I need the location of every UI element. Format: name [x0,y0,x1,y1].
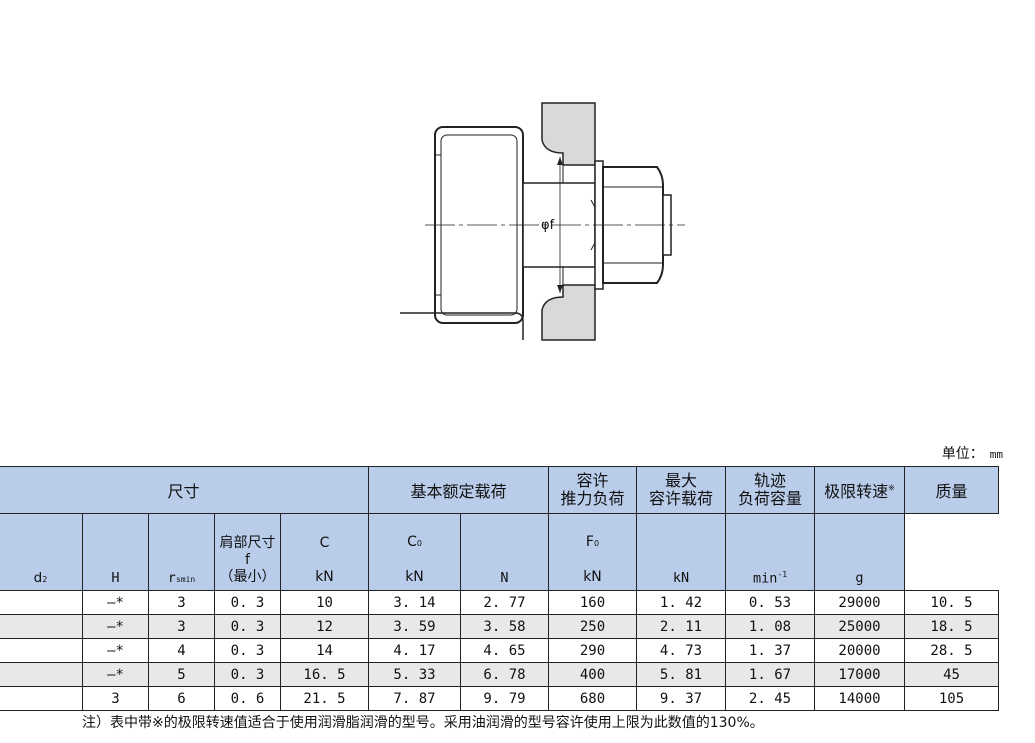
cell-thrust: 250 [548,614,637,639]
cell-f: 12 [280,614,369,639]
spec-table-body: —* 3 0. 3 10 3. 14 2. 77 160 1. 42 0. 53… [0,590,999,711]
cell-H: 6 [148,686,215,711]
cell-r: 0. 6 [214,686,281,711]
cell-F0: 2. 11 [636,614,726,639]
subheader-H: H [82,513,149,591]
cell-r: 0. 3 [214,614,281,639]
cell-f: 14 [280,638,369,663]
table-row: —* 3 0. 3 10 3. 14 2. 77 160 1. 42 0. 53… [0,590,999,615]
cell-speed: 25000 [814,614,905,639]
dimension-f-label: φf [541,218,555,233]
cell-blank [0,686,83,711]
table-row: —* 3 0. 3 12 3. 59 3. 58 250 2. 11 1. 08… [0,614,999,639]
cell-thrust: 290 [548,638,637,663]
unit-value: mm [989,448,1003,461]
cell-H: 3 [148,590,215,615]
table-row: 3 6 0. 6 21. 5 7. 87 9. 79 680 9. 37 2. … [0,686,999,711]
cell-speed: 20000 [814,638,905,663]
subheader-thrust-unit: N [460,513,549,591]
cell-track: 1. 37 [725,638,815,663]
cell-blank [0,590,83,615]
header-track-capacity: 轨迹负荷容量 [725,466,815,514]
cell-track: 1. 08 [725,614,815,639]
footnote: 注）表中带※的极限转速值适合于使用润滑脂润滑的型号。采用油润滑的型号容许使用上限… [82,715,764,731]
header-max-allowable: 最大容许载荷 [636,466,726,514]
cell-thrust: 680 [548,686,637,711]
housing-lower [541,284,596,341]
cell-d2: —* [82,614,149,639]
cell-mass: 28. 5 [904,638,999,663]
cell-F0: 1. 42 [636,590,726,615]
cell-C: 3. 14 [368,590,461,615]
cell-track: 2. 45 [725,686,815,711]
cell-r: 0. 3 [214,638,281,663]
cell-f: 10 [280,590,369,615]
cell-blank [0,638,83,663]
cell-C0: 9. 79 [460,686,549,711]
cell-speed: 14000 [814,686,905,711]
cell-C0: 4. 65 [460,638,549,663]
cell-d2: —* [82,590,149,615]
cell-H: 5 [148,662,215,687]
hex-nut [602,166,664,284]
cell-r: 0. 3 [214,662,281,687]
cell-C0: 3. 58 [460,614,549,639]
cell-C: 7. 87 [368,686,461,711]
table-row: —* 4 0. 3 14 4. 17 4. 65 290 4. 73 1. 37… [0,638,999,663]
cell-mass: 18. 5 [904,614,999,639]
cell-blank [0,662,83,687]
header-mass: 质量 [904,466,999,514]
subheader-r: rsmin [148,513,215,591]
cell-C: 4. 17 [368,638,461,663]
cell-speed: 17000 [814,662,905,687]
cell-H: 3 [148,614,215,639]
cell-track: 0. 53 [725,590,815,615]
cell-mass: 10. 5 [904,590,999,615]
subheader-speed-unit: min-1 [725,513,815,591]
cell-track: 1. 67 [725,662,815,687]
cell-d2: 3 [82,686,149,711]
subheader-track-unit: kN [636,513,726,591]
cell-C: 5. 33 [368,662,461,687]
cell-F0: 4. 73 [636,638,726,663]
cell-f: 16. 5 [280,662,369,687]
header-speed-limit: 极限转速※ [814,466,905,514]
header-dimensions: 尺寸 [0,466,369,514]
cell-mass: 45 [904,662,999,687]
cell-C0: 2. 77 [460,590,549,615]
cell-C: 3. 59 [368,614,461,639]
cell-d2: —* [82,662,149,687]
unit-label: 单位： mm [942,443,1003,463]
cell-F0: 9. 37 [636,686,726,711]
cell-F0: 5. 81 [636,662,726,687]
cell-speed: 29000 [814,590,905,615]
cell-f: 21. 5 [280,686,369,711]
cell-thrust: 400 [548,662,637,687]
cell-r: 0. 3 [214,590,281,615]
track-surface [400,312,524,340]
cell-thrust: 160 [548,590,637,615]
spec-table: 尺寸 基本额定载荷 容许推力负荷 最大容许载荷 轨迹负荷容量 极限转速※ 质量 … [0,466,999,711]
cell-C0: 6. 78 [460,662,549,687]
cell-blank [0,614,83,639]
housing-upper [541,102,596,166]
header-basic-load: 基本额定载荷 [368,466,549,514]
header-allowable-thrust: 容许推力负荷 [548,466,637,514]
unit-caption: 单位： [941,446,984,462]
subheader-mass-unit: g [814,513,905,591]
cell-mass: 105 [904,686,999,711]
cam-follower-mounting-drawing: φf [400,102,685,341]
cell-H: 4 [148,638,215,663]
subheader-d2: d2 [0,513,83,591]
table-row: —* 5 0. 3 16. 5 5. 33 6. 78 400 5. 81 1.… [0,662,999,687]
cell-d2: —* [82,638,149,663]
